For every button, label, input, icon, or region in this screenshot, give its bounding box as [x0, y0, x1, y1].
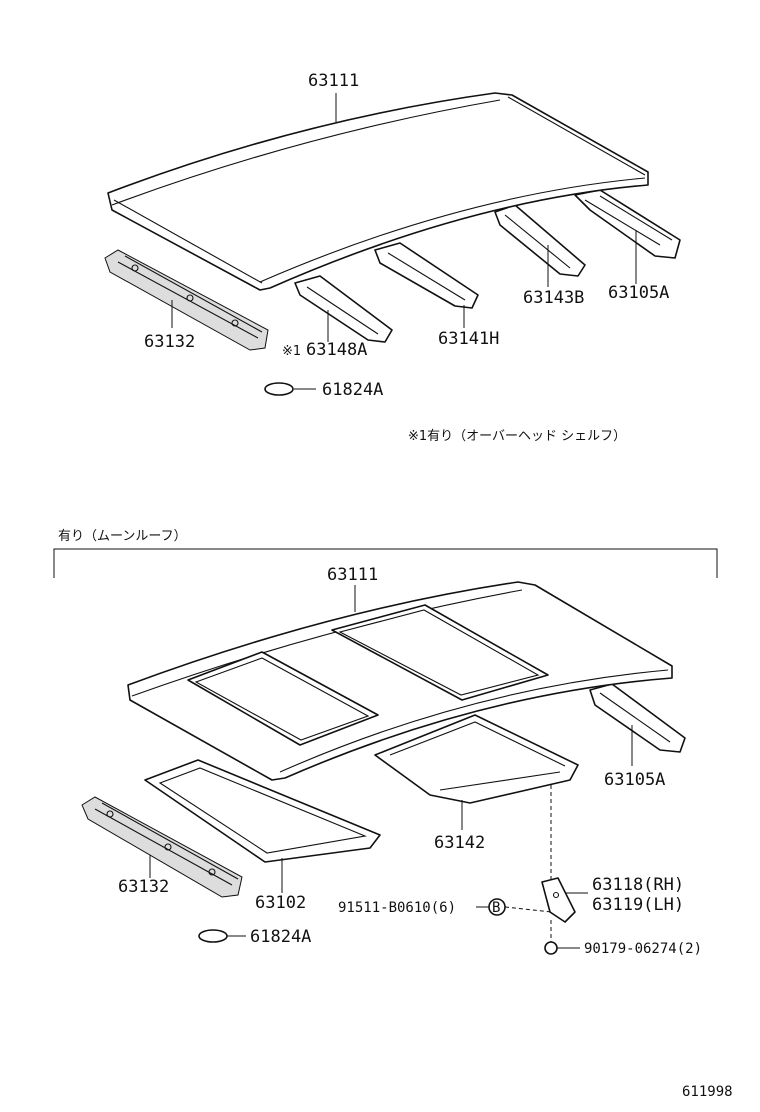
bottom-front-header — [81, 796, 243, 898]
bottom-frame — [144, 759, 381, 863]
label-top-61824A: 61824A — [322, 380, 383, 400]
top-bow-1 — [294, 275, 393, 343]
label-bottom-nut: 90179-06274(2) — [584, 941, 702, 957]
top-bow-3 — [494, 204, 586, 277]
label-bottom-bolt: 91511-B0610(6) — [338, 900, 456, 916]
bottom-rear-header — [589, 683, 686, 753]
bottom-plug — [198, 929, 228, 943]
top-bow-2 — [374, 242, 479, 309]
section-bracket — [53, 548, 718, 578]
top-footnote: ※1有り（オーバーヘッド シェルフ） — [408, 429, 626, 444]
label-top-63143B: 63143B — [523, 288, 584, 308]
label-top-63141H: 63141H — [438, 329, 499, 349]
bottom-leaders — [149, 585, 633, 949]
bottom-assembly: B — [81, 581, 686, 955]
label-top-63132: 63132 — [144, 332, 195, 352]
label-bottom-63102: 63102 — [255, 893, 306, 913]
label-top-63111: 63111 — [308, 71, 359, 91]
figure-id: 611998 — [682, 1084, 733, 1100]
label-top-63105A: 63105A — [608, 283, 669, 303]
top-front-header — [104, 249, 269, 351]
label-bottom-63132: 63132 — [118, 877, 169, 897]
bottom-bracket — [541, 877, 576, 923]
top-assembly — [104, 92, 681, 396]
bottom-reinforcement — [374, 714, 579, 804]
label-bottom-63118: 63118(RH) — [592, 875, 684, 895]
top-rear-header — [574, 189, 681, 259]
bolt-circle-letter: B — [492, 900, 500, 916]
bottom-roof-panel — [127, 581, 673, 781]
bottom-nut — [544, 941, 558, 955]
label-bottom-63111: 63111 — [327, 565, 378, 585]
label-bottom-63105A: 63105A — [604, 770, 665, 790]
label-top-note-mark: ※1 — [282, 344, 301, 359]
label-top-63148A: 63148A — [306, 340, 367, 360]
bolt-callout: B — [488, 898, 506, 916]
label-bottom-63142: 63142 — [434, 833, 485, 853]
bottom-section-title: 有り（ムーンルーフ） — [58, 529, 187, 544]
label-bottom-61824A: 61824A — [250, 927, 311, 947]
label-bottom-63119: 63119(LH) — [592, 895, 684, 915]
top-leaders — [171, 93, 637, 390]
top-roof-panel — [107, 92, 649, 291]
top-plug — [264, 382, 294, 396]
